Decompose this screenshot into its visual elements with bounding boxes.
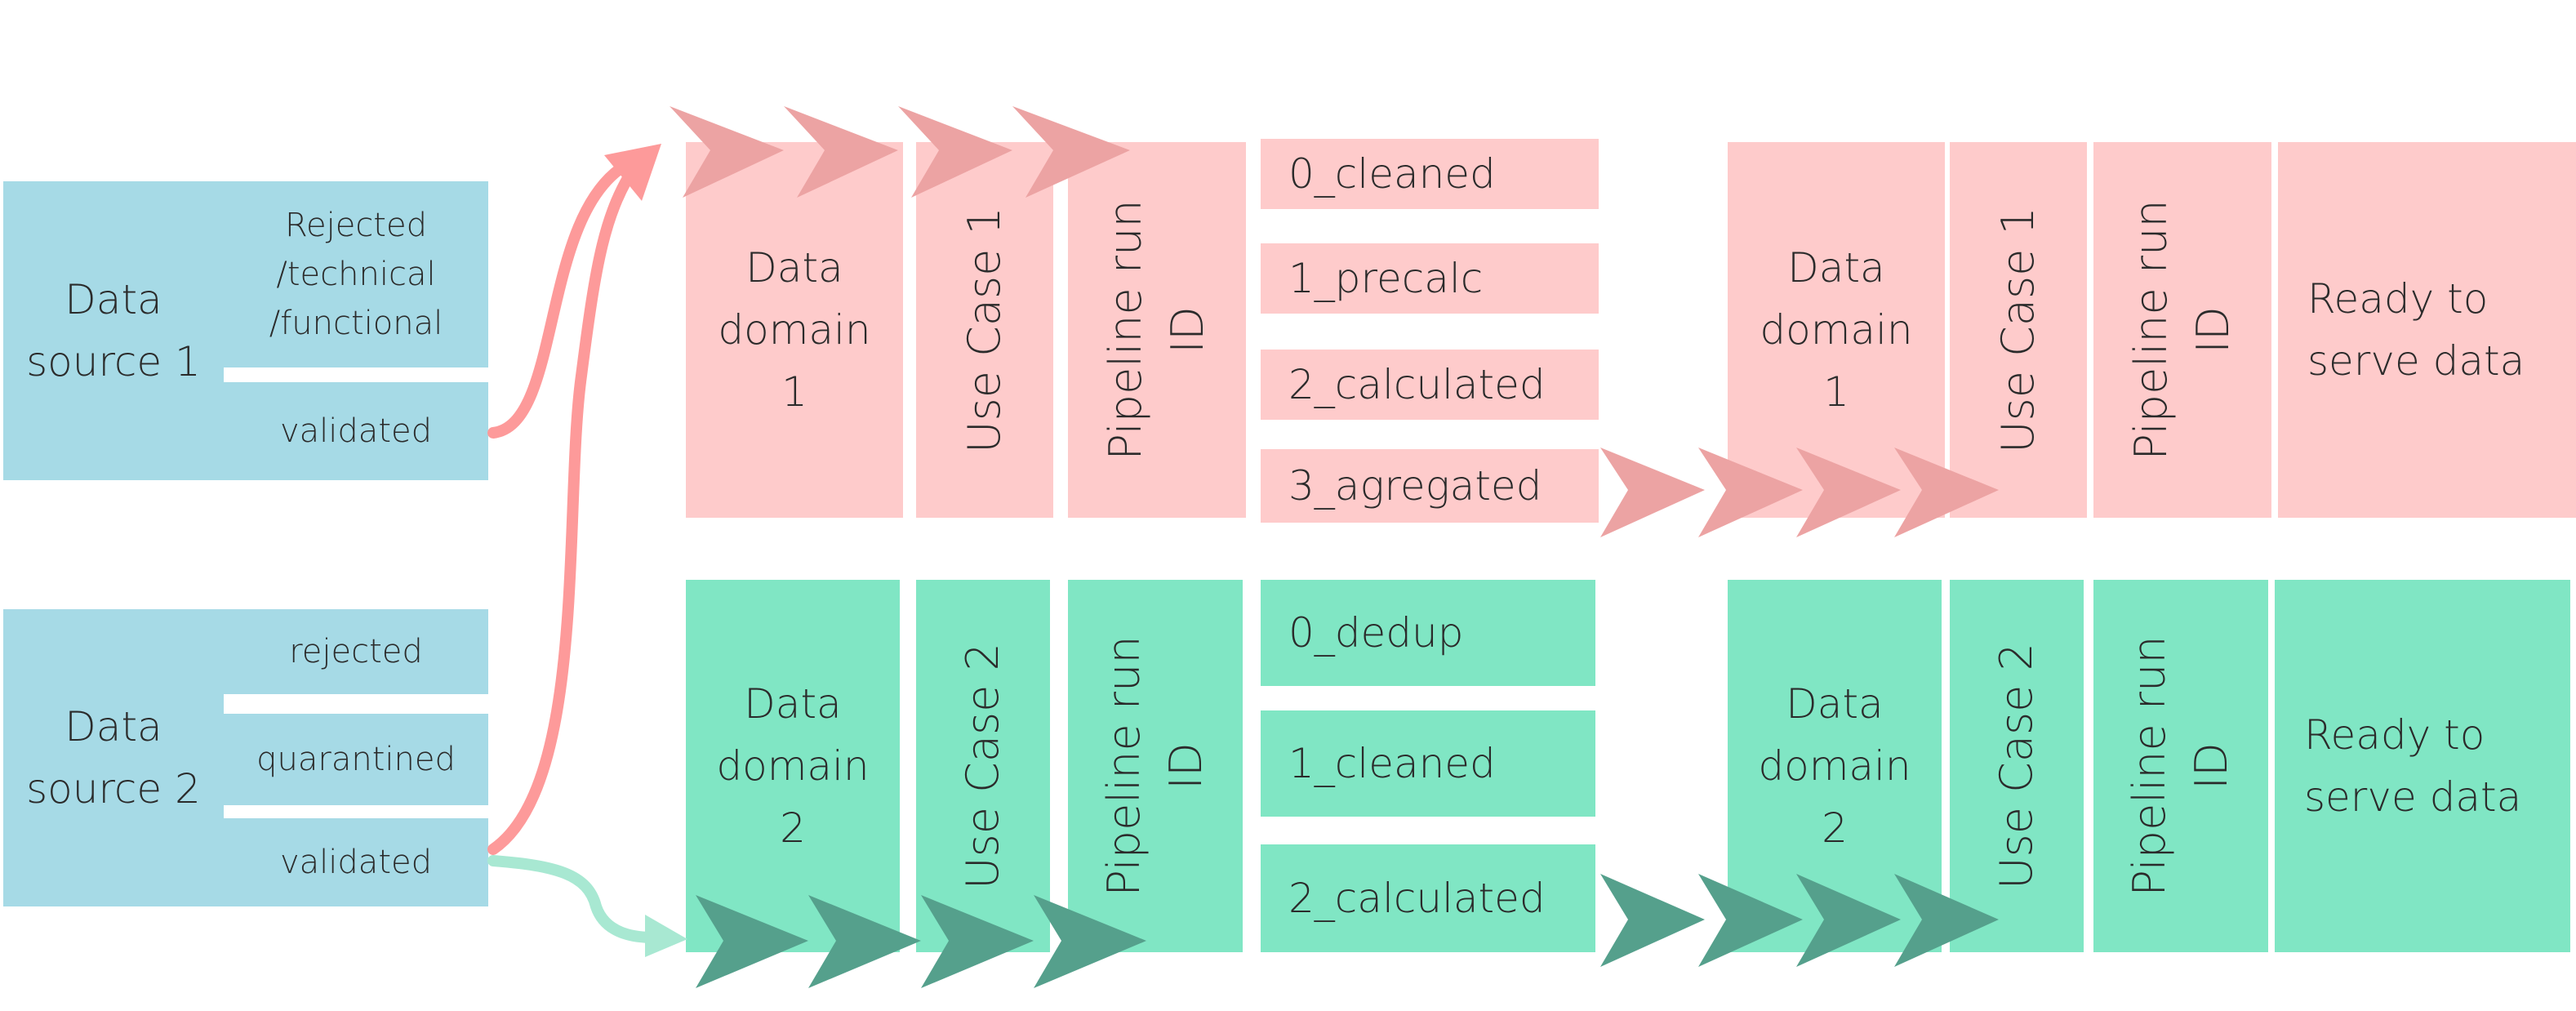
source-1-validated-zone: validated: [224, 382, 488, 480]
source-2-quarantined-zone: quarantined: [224, 714, 488, 805]
chevron: [1034, 895, 1146, 988]
flow-overlay: [487, 106, 1999, 988]
chevron: [1600, 448, 1705, 537]
chevron: [1600, 874, 1705, 967]
chevron: [1894, 874, 1999, 967]
pipeline-1-step-0: 0_cleaned: [1261, 139, 1599, 209]
flow-source-2-to-pipeline-2: [487, 855, 659, 943]
pipeline-2-run-id: Pipeline run ID: [1068, 580, 1243, 952]
chevron: [1796, 874, 1901, 967]
chevron: [808, 895, 921, 988]
chevron: [1894, 448, 1999, 537]
pipeline-2-data-domain: Data domain 2: [686, 580, 900, 952]
pipeline-1-data-domain: Data domain 1: [686, 142, 903, 518]
pipeline-2-output-chevrons: [1600, 874, 1999, 967]
flow-1-arrowhead: [604, 144, 661, 201]
pipeline-2-output-use-case: Use Case 2: [1950, 580, 2084, 952]
pipeline-1-use-case: Use Case 1: [916, 142, 1053, 518]
chevron: [1698, 448, 1803, 537]
pipeline-1-output-chevrons: [1600, 448, 1999, 537]
source-2-rejected-zone: rejected: [224, 609, 488, 694]
flow-source-1-to-pipeline-1: [487, 158, 634, 439]
chevron: [898, 106, 1012, 198]
chevron: [1796, 448, 1901, 537]
pipeline-2-step-2: 2_calculated: [1261, 844, 1595, 952]
pipeline-2-ready-to-serve: Ready to serve data: [2275, 580, 2570, 952]
chevron: [784, 106, 898, 198]
flow-source-2-to-pipeline-1: [487, 158, 643, 855]
pipeline-1-input-chevrons: [670, 106, 1130, 198]
chevron: [921, 895, 1034, 988]
pipeline-2-step-0: 0_dedup: [1261, 580, 1595, 686]
flow-2-arrowhead: [645, 915, 687, 957]
pipeline-2-use-case: Use Case 2: [916, 580, 1050, 952]
chevron: [1012, 106, 1130, 198]
pipeline-1-step-3: 3_agregated: [1261, 449, 1599, 523]
pipeline-1-ready-to-serve: Ready to serve data: [2278, 142, 2576, 518]
pipeline-2-input-chevrons: [696, 895, 1146, 988]
source-1-rejected-zone: Rejected /technical /functional: [224, 181, 488, 367]
pipeline-1-run-id: Pipeline run ID: [1068, 142, 1246, 518]
pipeline-2-output-run-id: Pipeline run ID: [2093, 580, 2268, 952]
pipeline-2-step-1: 1_cleaned: [1261, 710, 1595, 817]
pipeline-1-step-2: 2_calculated: [1261, 350, 1599, 420]
chevron: [1698, 874, 1803, 967]
data-source-1: Data source 1: [3, 181, 224, 480]
source-2-validated-zone: validated: [224, 818, 488, 906]
chevron: [670, 106, 784, 198]
pipeline-1-output-use-case: Use Case 1: [1950, 142, 2087, 518]
pipeline-1-step-1: 1_precalc: [1261, 243, 1599, 314]
chevron: [696, 895, 808, 988]
pipeline-1-output-run-id: Pipeline run ID: [2093, 142, 2271, 518]
pipeline-diagram: Data source 1 Rejected /technical /funct…: [3, 106, 2576, 988]
data-source-2: Data source 2: [3, 609, 224, 906]
